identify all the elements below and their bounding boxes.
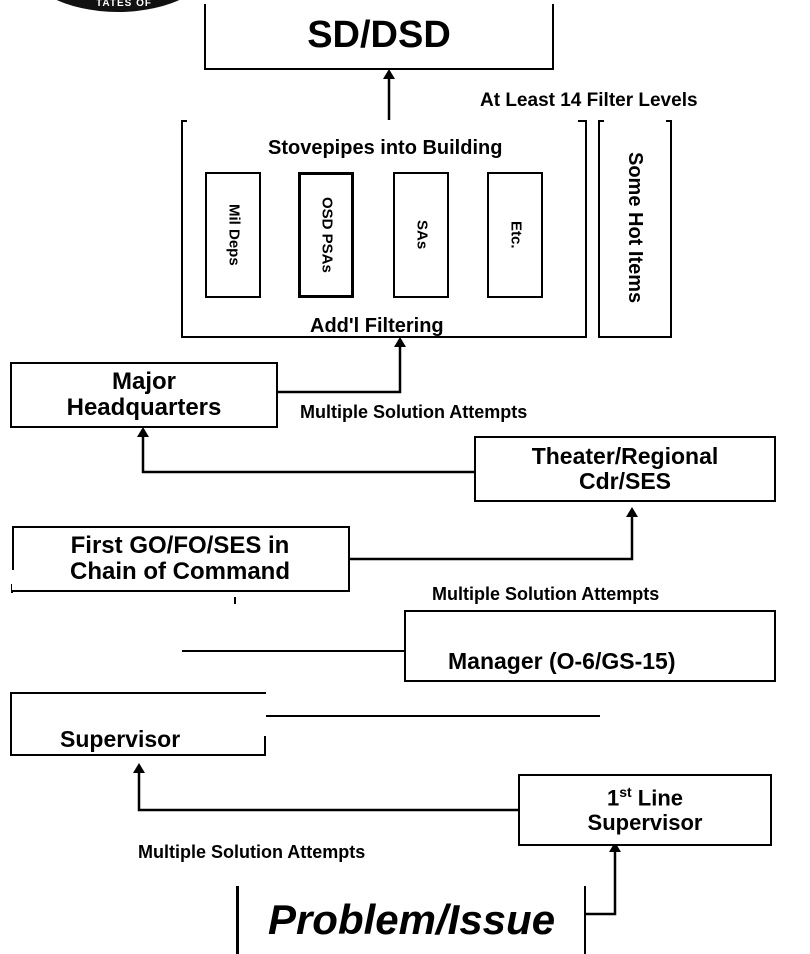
seal-text: TATES OF (96, 0, 152, 9)
supervisor-right-edge (264, 736, 266, 756)
attempts-label-2: Multiple Solution Attempts (432, 584, 660, 604)
attempts-label-3: Multiple Solution Attempts (138, 842, 366, 862)
column-osd-psas: OSD PSAs (298, 172, 354, 298)
seal-logo: TATES OF (18, 0, 218, 16)
arrow-majorhq-to-stovepipes (278, 337, 406, 394)
attempts-label-1: Multiple Solution Attempts (300, 402, 528, 422)
hot-items-top-left (598, 120, 604, 122)
first-line-text: 1st Line (606, 784, 684, 811)
supervisor-box: Supervisor (10, 692, 266, 756)
supervisor-label: Supervisor (60, 726, 181, 752)
manager-box: Manager (O-6/GS-15) (404, 610, 776, 682)
arrow-firstgo-to-theater (350, 507, 638, 561)
addl-filtering-label: Add'l Filtering (310, 315, 444, 337)
sddsd-box: SD/DSD (204, 4, 554, 70)
manager-label: Manager (O-6/GS-15) (448, 648, 676, 674)
stovepipes-panel-top-left (181, 120, 187, 122)
arrow-problem-to-firstline (586, 842, 621, 916)
problem-issue-label: Problem/Issue (267, 895, 556, 943)
column-etc: Etc. (487, 172, 543, 298)
first-line-supervisor-box: 1st Line Supervisor (518, 774, 772, 846)
problem-issue-box: Problem/Issue (236, 886, 586, 954)
stovepipes-panel-top-right (578, 120, 587, 122)
theater-box: Theater/Regional Cdr/SES (474, 436, 776, 502)
filter-levels-label: At Least 14 Filter Levels (480, 90, 698, 111)
sddsd-label: SD/DSD (307, 14, 451, 57)
column-sas: SAs (393, 172, 449, 298)
arrow-theater-to-majorhq (137, 427, 474, 474)
stovepipes-title: Stovepipes into Building (268, 137, 503, 159)
first-go-box: First GO/FO/SES in Chain of Command (12, 526, 350, 592)
hot-items-label: Some Hot Items (624, 152, 646, 304)
arrow-firstline-to-supervisor (133, 763, 518, 812)
hot-items-box: Some Hot Items (598, 120, 672, 338)
major-hq-box: Major Headquarters (10, 362, 278, 428)
column-mil-deps: Mil Deps (205, 172, 261, 298)
first-go-left-edge (12, 526, 14, 570)
hot-items-top-right (666, 120, 672, 122)
